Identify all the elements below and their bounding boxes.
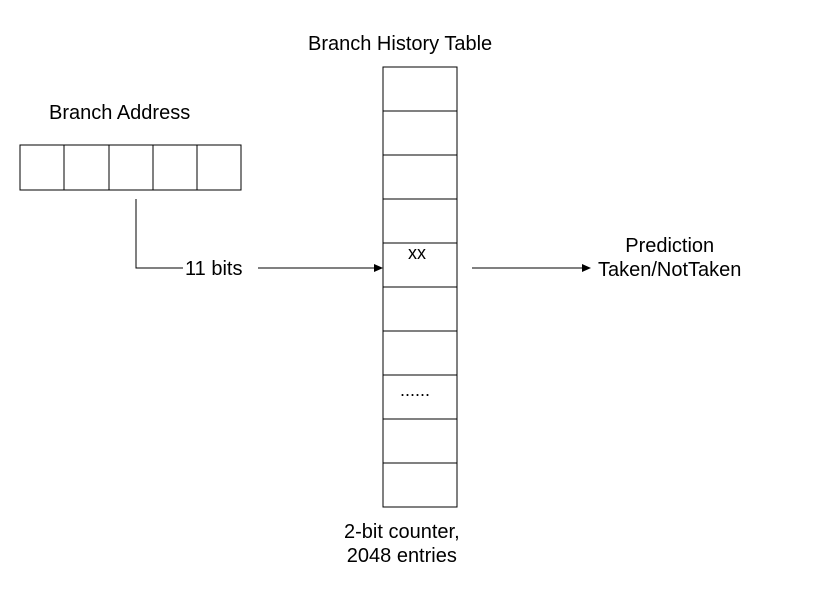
address-cell (108, 144, 154, 191)
index-line (135, 199, 183, 269)
prediction-line-2: Taken/NotTaken (598, 259, 742, 281)
address-cell (19, 144, 65, 191)
caption-line-2: 2048 entries (346, 545, 457, 567)
branch-address-register (19, 144, 242, 191)
table-entry-indexed (382, 242, 458, 288)
table-entry (382, 286, 458, 332)
prediction-label: Prediction Taken/NotTaken (598, 234, 741, 282)
table-entry (382, 198, 458, 244)
table-title: Branch History Table (308, 33, 493, 55)
branch-history-table (382, 66, 458, 508)
table-entry (382, 374, 458, 420)
ellipsis-marker: ...... (400, 380, 431, 400)
table-entry (382, 330, 458, 376)
index-bits-label: 11 bits (185, 258, 243, 280)
table-entry (382, 110, 458, 156)
table-entry (382, 418, 458, 464)
address-title: Branch Address (49, 102, 191, 124)
prediction-connector (472, 264, 591, 272)
address-cell (196, 144, 242, 191)
table-entry (382, 462, 458, 508)
address-cell (63, 144, 110, 191)
table-caption: 2-bit counter, 2048 entries (344, 520, 460, 568)
caption-line-1: 2-bit counter, (344, 521, 460, 543)
index-arrowhead (374, 264, 383, 272)
table-entry (382, 66, 458, 112)
address-cell (152, 144, 198, 191)
table-entry (382, 154, 458, 200)
prediction-line-1: Prediction (625, 235, 715, 257)
entry-marker: xx (408, 243, 426, 263)
prediction-arrowhead (582, 264, 591, 272)
index-connector (135, 199, 383, 272)
